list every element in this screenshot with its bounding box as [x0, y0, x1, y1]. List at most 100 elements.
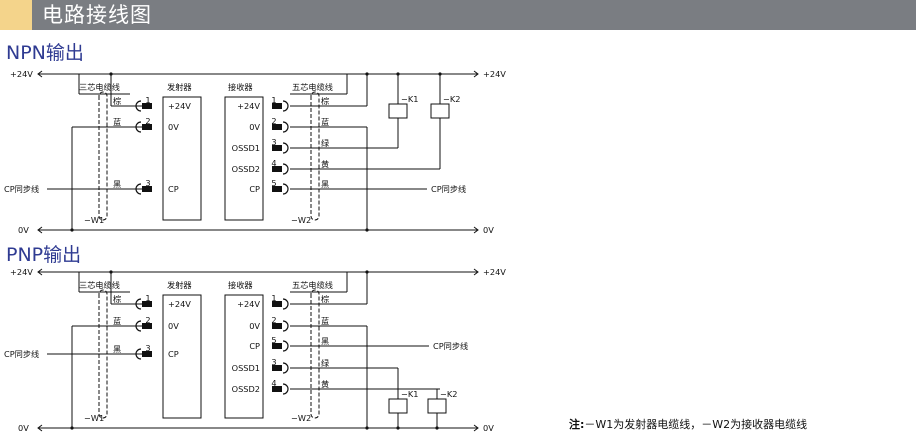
npn-zero-left-arrow: [37, 226, 43, 234]
npn-w1-label: −W1: [84, 215, 104, 225]
pnp-em-dot-top: [109, 270, 113, 274]
npn-rx-pin-num-5: 5: [271, 178, 276, 188]
npn-rx-pin-num-3: 3: [271, 137, 276, 147]
npn-rx-conn-3-pin: [272, 145, 282, 151]
npn-plus24-left-label: +24V: [10, 69, 33, 79]
pnp-relay-k1: [388, 398, 408, 414]
npn-em-pin-label-3: CP: [168, 184, 179, 194]
npn-em-color-3: 黑: [113, 179, 121, 189]
pnp-plus24-left-label: +24V: [10, 267, 33, 277]
pnp-em-conn-2-pin: [142, 323, 152, 329]
pnp-zero-right-label: 0V: [483, 423, 494, 433]
npn-rx-dot-bot: [365, 228, 369, 232]
npn-relay-k2-dot: [438, 72, 442, 76]
section-header: 电路接线图: [0, 0, 916, 30]
npn-rx-conn-2-pin: [272, 124, 282, 130]
pnp-em-conn-1-socket: [135, 298, 142, 310]
pnp-rx-pin-label-4: OSSD1: [232, 363, 260, 373]
npn-rx-pin-num-4: 4: [271, 158, 276, 168]
pnp-rx-color-3: 黑: [321, 336, 329, 346]
npn-rx-conn-1-socket: [282, 100, 289, 112]
pnp-rx-pin-num-3: 5: [271, 335, 276, 345]
pnp-plus24-right-label: +24V: [483, 267, 506, 277]
footnote-text: －W1为发射器电缆线，－W2为接收器电缆线: [584, 418, 808, 431]
pnp-rx-conn-1-pin: [272, 301, 282, 307]
npn-plus24-right-label: +24V: [483, 69, 506, 79]
pnp-rx-color-2: 蓝: [321, 316, 329, 326]
pnp-rx-pin-num-2: 2: [271, 315, 276, 325]
npn-em-conn-2-pin: [142, 124, 152, 130]
pnp-sync-right-label: CP同步线: [433, 341, 468, 351]
npn-w2-label: −W2: [291, 215, 311, 225]
npn-em-color-2: 蓝: [113, 117, 121, 127]
pnp-em-pin-label-3: CP: [168, 349, 179, 359]
npn-rx-conn-5-socket: [282, 183, 289, 195]
pnp-rx-color-4: 绿: [321, 358, 329, 368]
npn-em-pin-num-1: 1: [145, 95, 150, 105]
npn-em-pin-num-3: 3: [145, 178, 150, 188]
pnp-rx-conn-2-socket: [282, 320, 289, 332]
pnp-w2-label: −W2: [291, 413, 311, 423]
npn-rx-dot-top: [365, 72, 369, 76]
pnp-emitter-label: 发射器: [167, 280, 192, 290]
footnote-label: 注:: [569, 418, 585, 431]
npn-relay-k1-dot: [396, 72, 400, 76]
pnp-em-color-1: 棕: [113, 294, 121, 304]
npn-sync-right-label: CP同步线: [431, 184, 466, 194]
npn-em-dot-bot: [70, 228, 74, 232]
pnp-rx-pin-num-5: 4: [271, 378, 276, 388]
npn-plus24-right-arrow: [473, 70, 479, 78]
pnp-receiver-box: [224, 294, 264, 419]
pnp-plus24-right-arrow: [473, 268, 479, 276]
pnp-em-dot-bot: [70, 426, 74, 430]
pnp-cable-w2: [310, 289, 320, 419]
npn-rx-pin-label-5: CP: [249, 184, 260, 194]
pnp-relay-k2-label: −K2: [440, 389, 457, 399]
pnp-cable3-label: 三芯电缆线: [79, 280, 120, 290]
pnp-em-pin-num-1: 1: [145, 293, 150, 303]
pnp-em-conn-3-pin: [142, 351, 152, 357]
npn-rx-color-2: 蓝: [321, 117, 329, 127]
npn-title: NPN输出: [6, 42, 84, 64]
pnp-rx-conn-2-pin: [272, 323, 282, 329]
npn-receiver-box: [224, 96, 264, 221]
pnp-rx-pin-num-4: 3: [271, 357, 276, 367]
pnp-rx-conn-4-pin: [272, 365, 282, 371]
pnp-plus24-left-arrow: [37, 268, 43, 276]
pnp-rx-conn-3-pin: [272, 343, 282, 349]
pnp-rx-pin-num-1: 1: [271, 293, 276, 303]
npn-em-pin-label-2: 0V: [168, 122, 179, 132]
pnp-rx-pin-label-1: +24V: [237, 299, 260, 309]
pnp-cable-w1: [98, 289, 108, 419]
npn-relay-k1-label: −K1: [401, 94, 418, 104]
npn-em-conn-2-socket: [135, 121, 142, 133]
pnp-em-pin-num-2: 2: [145, 315, 150, 325]
npn-cable5-label: 五芯电缆线: [292, 82, 333, 92]
pnp-rx-pin-label-3: CP: [249, 341, 260, 351]
npn-em-conn-1-socket: [135, 100, 142, 112]
npn-rx-pin-num-2: 2: [271, 116, 276, 126]
pnp-relay-k1-label: −K1: [401, 389, 418, 399]
pnp-rx-conn-5-pin: [272, 386, 282, 392]
npn-emitter-box: [162, 96, 202, 221]
pnp-emitter-box: [162, 294, 202, 419]
pnp-w1-label: −W1: [84, 413, 104, 423]
pnp-cable5-label: 五芯电缆线: [292, 280, 333, 290]
pnp-zero-right-arrow: [473, 424, 479, 432]
npn-cable3-label: 三芯电缆线: [79, 82, 120, 92]
npn-rx-conn-5-pin: [272, 186, 282, 192]
npn-cable-w1: [98, 91, 108, 221]
npn-rx-pin-label-1: +24V: [237, 101, 260, 111]
npn-zero-right-label: 0V: [483, 225, 494, 235]
page-title: 电路接线图: [42, 3, 152, 27]
npn-plus24-left-arrow: [37, 70, 43, 78]
pnp-zero-left-label: 0V: [18, 423, 29, 433]
pnp-rx-conn-4-socket: [282, 362, 289, 374]
pnp-rx-conn-3-socket: [282, 340, 289, 352]
npn-relay-k2-label: −K2: [443, 94, 460, 104]
pnp-rx-pin-label-2: 0V: [249, 321, 260, 331]
pnp-em-color-2: 蓝: [113, 316, 121, 326]
pnp-rx-conn-5-socket: [282, 383, 289, 395]
npn-em-color-1: 棕: [113, 96, 121, 106]
